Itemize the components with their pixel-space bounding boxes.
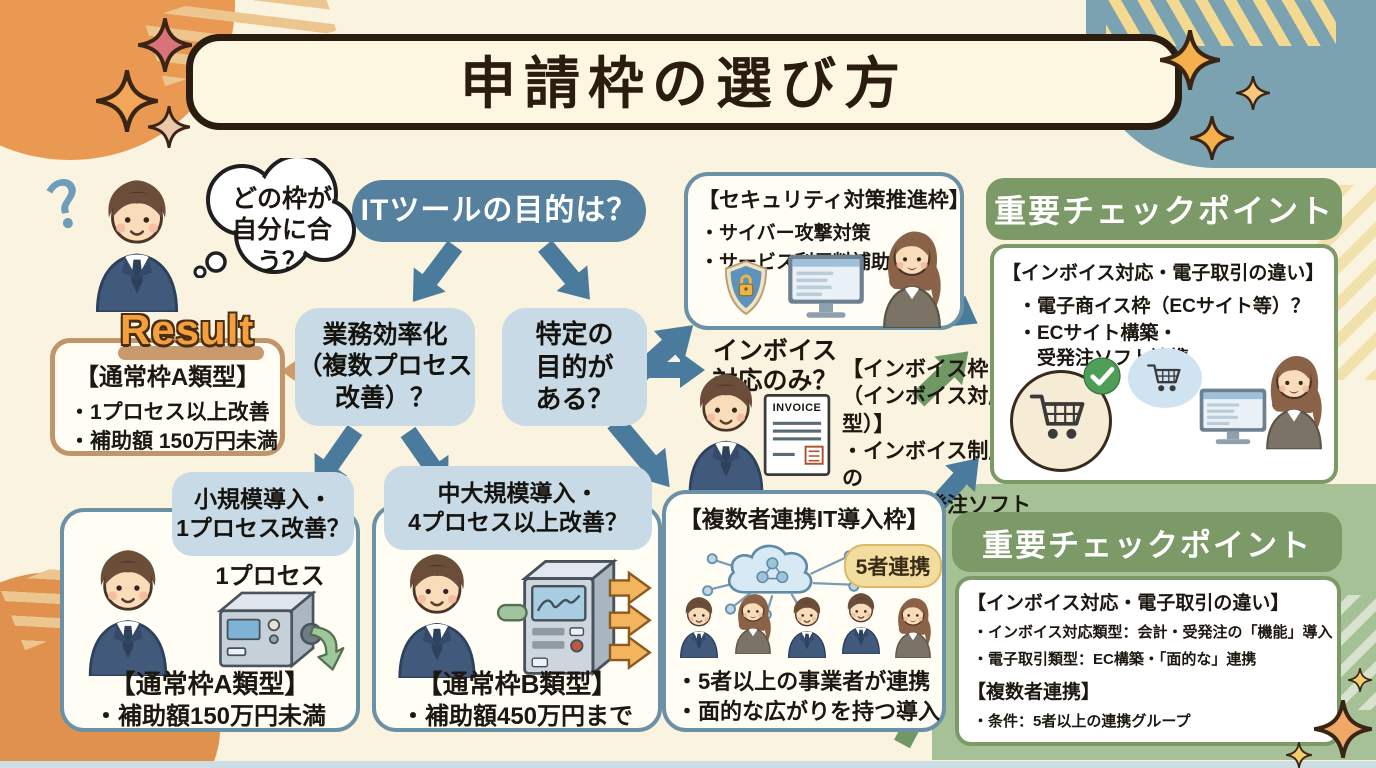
arrow-root-to-specific [538, 240, 590, 300]
result-bullet: ・1プロセス以上改善 [69, 401, 270, 424]
cart-icon [1146, 360, 1184, 396]
decor-bottom-strip [0, 761, 1376, 768]
group-person [834, 592, 888, 654]
page-title: 申請枠の選び方 [460, 52, 908, 115]
sparkle-icon [1236, 76, 1270, 110]
monitor-icon [784, 252, 868, 322]
arrow-invoice-to-checkpoint-top [911, 351, 969, 407]
result-ribbon [118, 346, 264, 360]
result-label: Result [120, 306, 255, 353]
large-machine-icon [492, 552, 654, 680]
medium-scale-man [382, 552, 492, 678]
arrow-efficiency-to-small [314, 424, 363, 488]
checkpoint-bottom-subtitle: 【複数者連携】 [967, 682, 1101, 703]
sparkle-icon [1348, 668, 1372, 692]
multi-party-bullet: ・5者以上の事業者が連携 [676, 669, 931, 694]
small-scale-bubble: 小規模導入・ 1プロセス改善？ [172, 472, 354, 556]
small-scale-man [72, 548, 184, 676]
title-banner [186, 34, 1182, 130]
checkpoint-bottom-bullet: ・インボイス対応類型：会計・受発注の「機能」導入 [973, 624, 1333, 641]
checkpoint-bottom-body: 【インボイス対応・電子取引の違い】 ・インボイス対応類型：会計・受発注の「機能」… [955, 576, 1341, 746]
machine-label: 1プロセス [215, 563, 325, 590]
thought-bubble [193, 158, 356, 278]
result-bullet: ・補助額 150万円未満 [69, 430, 278, 454]
group-person [886, 596, 940, 658]
checkpoint-top-title: 【インボイス対応・電子取引の違い】 [1002, 263, 1325, 284]
group-person [780, 596, 834, 658]
sparkle-icon [148, 106, 190, 148]
medium-scale-title: 【通常枠B類型】 [416, 669, 618, 699]
check-icon [1082, 356, 1122, 396]
security-advisor-woman [868, 228, 956, 328]
checkpoint-bottom-bullet: ・電子取引類型：EC構築・「面的な」連携 [973, 651, 1257, 668]
sparkle-icon [1314, 700, 1372, 758]
small-scale-bullet: ・補助額150万円未満 [93, 703, 327, 730]
arrow-specific-to-invoice [650, 352, 705, 388]
shield-lock-icon [722, 258, 770, 318]
branch-specific-box: 特定の 目的が ある？ [502, 308, 647, 426]
thought-bubble-text: どの枠が 自分に合う？ [231, 185, 332, 276]
invoice-document-label: INVOICE [772, 402, 822, 414]
speech-bubble [1128, 348, 1202, 408]
cart-icon [1028, 388, 1090, 446]
small-scale-title: 【通常枠A類型】 [109, 669, 311, 699]
result-title: 【通常枠A類型】 [74, 364, 261, 391]
five-party-tag: 5者連携 [844, 544, 942, 588]
ec-woman-illustration [1252, 352, 1336, 450]
medium-scale-bubble: 中大規模導入・ 4プロセス以上改善？ [384, 466, 652, 550]
security-bullet: ・サイバー攻撃対策 [700, 223, 871, 244]
medium-scale-bullet: ・補助額450万円まで [400, 703, 634, 730]
checkpoint-bottom-header: 重要チェックポイント [952, 512, 1342, 572]
multi-party-bullet: ・面的な広がりを持つ導入 [676, 699, 941, 724]
checkpoint-bottom-bullet: ・条件：5者以上の連携グループ [973, 713, 1191, 730]
checkpoint-top-header: 重要チェックポイント [986, 178, 1342, 240]
security-title: 【セキュリティ対策推進枠】 [698, 189, 970, 212]
root-question-box: ITツールの目的は？ [352, 180, 646, 242]
group-person [726, 592, 780, 654]
checkpoint-bottom-title: 【インボイス対応・電子取引の違い】 [967, 593, 1290, 614]
checkpoint-top-bullet: ・電子商イス枠（ECサイト等）？ [1018, 296, 1310, 317]
sparkle-icon [138, 18, 192, 72]
branch-efficiency-box: 業務効率化 （複数プロセス 改善）？ [295, 308, 475, 426]
group-person [672, 596, 726, 658]
sparkle-icon [1190, 116, 1234, 160]
multi-party-title: 【複数者連携IT導入枠】 [678, 506, 930, 532]
sparkle-icon [1286, 742, 1312, 768]
arrow-specific-to-multi [607, 415, 670, 488]
arrow-root-to-efficiency [412, 240, 463, 302]
